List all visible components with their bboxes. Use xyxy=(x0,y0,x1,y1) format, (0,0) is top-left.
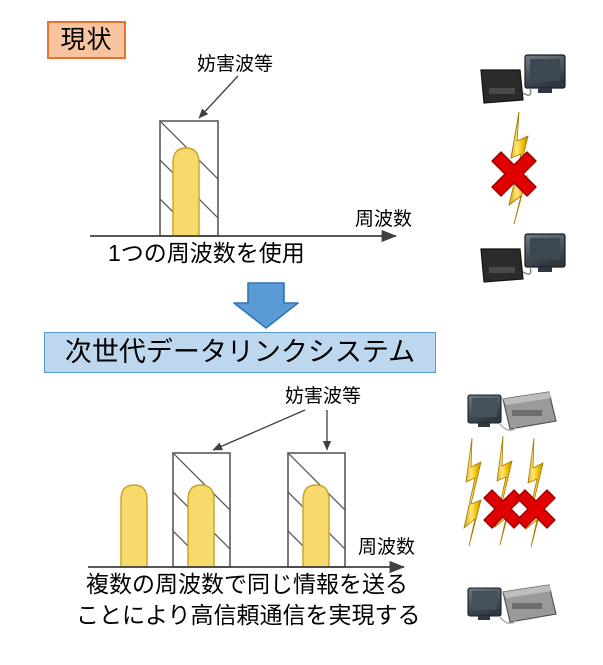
upper-axis-label: 周波数 xyxy=(355,209,413,230)
lower-axis-label: 周波数 xyxy=(358,537,416,558)
nextgen-receiver-terminal xyxy=(467,584,557,624)
crt-monitor-icon xyxy=(524,233,566,268)
system-title-text: 次世代データリンクシステム xyxy=(64,337,416,367)
computer-terminal-icon xyxy=(480,248,524,283)
current-link-diagram xyxy=(480,54,566,283)
lower-signal-lobe-2 xyxy=(187,484,215,568)
computer-terminal-icon xyxy=(480,69,524,104)
blocked-indicator-nextgen-1 xyxy=(483,489,523,529)
computer-terminal-icon xyxy=(502,391,557,430)
lightning-bolt-nextgen-2 xyxy=(494,435,513,546)
status-label-text: 現状 xyxy=(60,25,113,54)
crt-monitor-icon xyxy=(467,587,502,617)
nextgen-link-diagram xyxy=(463,391,557,624)
upper-signal-lobe xyxy=(172,147,200,237)
upper-interference-label: 妨害波等 xyxy=(197,54,274,75)
upper-interference-pointer xyxy=(198,75,239,119)
lower-interference-pointer-1 xyxy=(212,409,306,451)
blocked-indicator-nextgen-2 xyxy=(516,489,556,529)
upper-caption: 1つの周波数を使用 xyxy=(108,240,305,266)
current-transmitter-terminal xyxy=(480,54,566,104)
blocked-indicator-current xyxy=(491,151,537,197)
current-receiver-terminal xyxy=(480,233,566,283)
lightning-bolt-nextgen-1 xyxy=(463,437,482,547)
status-label-box: 現状 xyxy=(47,21,126,59)
lower-signal-lobe-1 xyxy=(120,484,148,568)
lightning-bolt-nextgen-3 xyxy=(525,437,544,548)
system-title-banner: 次世代データリンクシステム xyxy=(44,332,436,373)
lower-caption-line2: ことにより高信頼通信を実現する xyxy=(76,602,421,628)
lower-signal-lobe-3 xyxy=(302,484,330,568)
lower-caption-line1: 複数の周波数で同じ情報を送る xyxy=(86,571,408,597)
crt-monitor-icon xyxy=(524,54,566,89)
blue-down-arrow xyxy=(233,282,299,329)
computer-terminal-icon xyxy=(502,584,557,623)
lightning-bolt-current xyxy=(508,111,529,225)
lower-interference-label: 妨害波等 xyxy=(285,386,362,407)
crt-monitor-icon xyxy=(467,394,502,424)
nextgen-transmitter-terminal xyxy=(467,391,557,431)
